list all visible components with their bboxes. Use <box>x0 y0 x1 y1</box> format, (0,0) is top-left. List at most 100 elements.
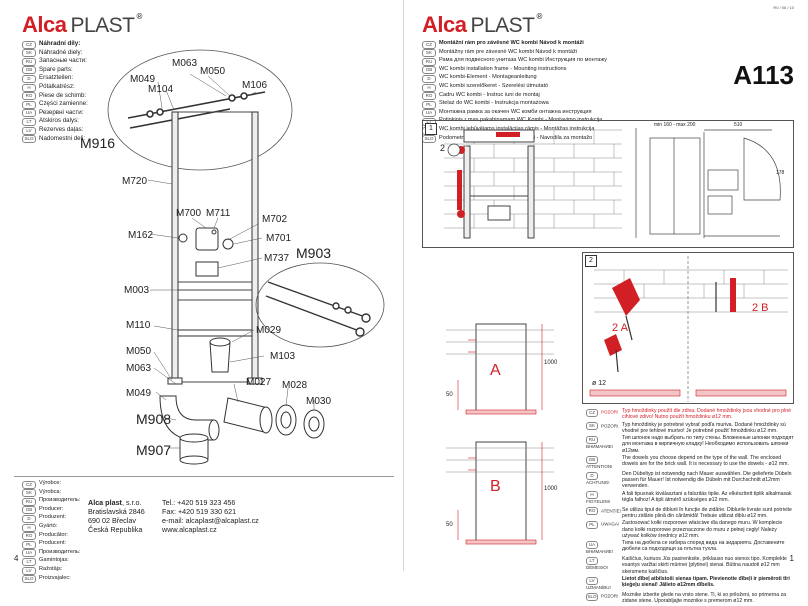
company-email[interactable]: e-mail: alcaplast@alcaplast.cz <box>162 516 259 525</box>
warning-key: RUВНИМАНИЕ! <box>586 435 622 454</box>
company-address: Alca plast, s.r.o. Bratislavská 2846 690… <box>88 498 145 534</box>
lang-code-badge: LT <box>586 556 598 565</box>
step2-illustration <box>589 256 788 402</box>
warning-label: FIGYELEM! <box>586 499 611 505</box>
lang-text: Produzent: <box>39 514 67 521</box>
warning-row: DACHTUNG!Den Dübeltyp ist notwendig nach… <box>586 471 794 490</box>
drill-icon <box>604 278 640 373</box>
lang-text: Nadomestni deli: <box>39 134 86 142</box>
lang-text: Części zamienne: <box>39 100 88 108</box>
lang-code-badge: H <box>22 523 36 532</box>
variant-a-label: A <box>490 362 501 379</box>
variant-brick-lines <box>446 329 554 473</box>
lang-text: Producent: <box>39 540 67 547</box>
lang-code-badge: UA <box>422 109 436 118</box>
part-label-m049b: M049 <box>126 388 152 399</box>
drill-diameter: ø 12 <box>592 380 607 387</box>
warning-row: GBATTENTION!The dowels you choose depend… <box>586 455 794 470</box>
part-label-m063: M063 <box>172 58 198 69</box>
revision-code: R0 / 06 / 10 <box>773 5 794 10</box>
frame-variants <box>446 323 554 545</box>
warning-key: LTDĖMESIO! <box>586 556 622 575</box>
callout-1-bottom <box>457 210 465 218</box>
part-label-m104: M104 <box>148 84 174 95</box>
step1-panel <box>422 120 794 248</box>
warning-text: Typ hmoždinky použít dle zdiva. Dodané h… <box>622 408 791 421</box>
lang-code-badge: UA <box>22 549 36 558</box>
warning-text: Den Dübeltyp ist notwendig nach Mauer au… <box>622 470 792 490</box>
part-label-m050: M050 <box>200 66 226 77</box>
part-label-m027: M027 <box>246 377 272 388</box>
part-label-m003: M003 <box>124 285 150 296</box>
lang-code-badge: SK <box>422 49 436 58</box>
lang-code-badge: LV <box>22 126 36 135</box>
anchor-rods <box>265 281 371 337</box>
waste-bend <box>159 337 231 465</box>
lang-text: Рама для подвесного унитаза WC kombi Инс… <box>439 57 607 64</box>
lang-code-badge: PL <box>586 520 598 529</box>
lang-text: Atskiros dalys: <box>39 117 79 125</box>
lang-code-badge: GB <box>422 66 436 75</box>
variant-b-label: B <box>490 478 501 495</box>
rod-detail-ellipse <box>107 49 293 171</box>
lang-code-badge: RO <box>22 92 36 101</box>
company-web[interactable]: www.alcaplast.cz <box>162 525 217 534</box>
lang-text: Gyártó: <box>39 522 58 529</box>
step1-illustration <box>444 128 781 239</box>
model-number: A113 <box>733 60 794 90</box>
warning-label: ATTENTION! <box>586 463 613 469</box>
warning-text: Moznike izberite glede na vrsto stene. T… <box>622 591 787 605</box>
variant-a-dim-50: 50 <box>446 392 453 398</box>
lang-code-badge: CZ <box>586 408 598 417</box>
warning-label: UWAGA! <box>601 521 620 527</box>
step2b-label: 2 B <box>752 302 769 314</box>
warning-key: DACHTUNG! <box>586 471 622 490</box>
lang-text: WC kombi szerelőkeret - Szerelési útmuta… <box>439 82 549 89</box>
part-label-m720: M720 <box>122 176 148 187</box>
lang-code-badge: SLO <box>22 575 36 584</box>
part-label-m110: M110 <box>126 320 151 331</box>
part-label-m106: M106 <box>242 80 268 91</box>
company-contact: Tel.: +420 519 323 456 Fax: +420 519 330… <box>162 498 259 534</box>
toilet-section-view <box>635 128 781 238</box>
warning-text: Se utiliza tipul de diblurii în funcție … <box>622 506 792 519</box>
lang-text: WC kombi iebūvējams instalācijas rāmis -… <box>439 125 595 132</box>
lang-code-badge: SK <box>22 49 36 58</box>
connection-pipe <box>223 397 325 439</box>
lang-text: WC kombi-Element - Montageanleitung <box>439 74 537 81</box>
anchor-bolt-icon <box>715 278 736 312</box>
lang-text: Spare parts: <box>39 65 73 73</box>
warning-text: A fali tipusnak kiválasztani a falszitás… <box>622 490 792 503</box>
lang-text: Запасные части: <box>39 57 87 65</box>
part-label-m700: M700 <box>176 208 202 219</box>
lang-code-badge: RO <box>422 92 436 101</box>
lang-code-badge: GB <box>22 506 36 515</box>
lang-code-badge: LV <box>586 576 598 585</box>
part-label-m049: M049 <box>130 74 156 85</box>
anchor-rod-ellipse <box>255 262 385 348</box>
warning-label: ACHTUNG! <box>586 479 610 485</box>
lang-text: Piese de schimb: <box>39 91 87 99</box>
lang-text: Náhradné diely: <box>39 48 83 56</box>
